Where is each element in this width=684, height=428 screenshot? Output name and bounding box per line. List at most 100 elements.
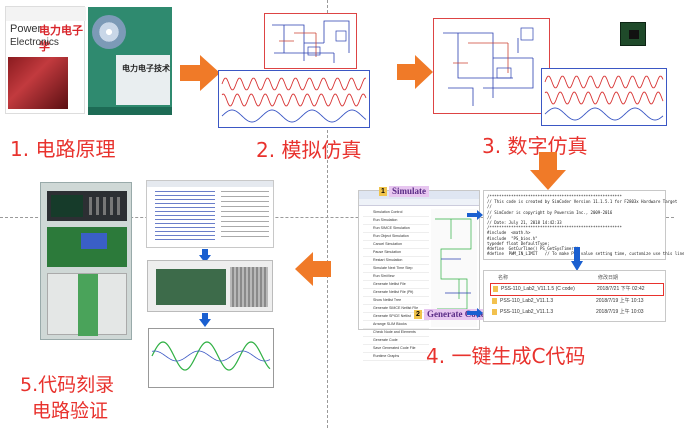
code-line: #include "PS_bios.h" (487, 235, 538, 241)
arrow-menu-to-code-2 (467, 308, 483, 318)
digital-waveform-plot (541, 68, 667, 126)
analog-schematic (264, 13, 357, 69)
file-header-name: 名称 (498, 275, 509, 281)
file-name: PSS-110_Lab2_V11.1.3 (500, 298, 554, 304)
menu-item[interactable]: Cancel Simulation (363, 241, 429, 249)
step-2-label: 2. 模拟仿真 (256, 138, 362, 162)
arrow-device-to-scope (199, 313, 211, 327)
file-row[interactable]: PSS-110_Lab2_V11.1.5 (C code) 2018/7/21 下… (490, 283, 664, 296)
file-name: PSS-110_Lab2_V11.1.3 (500, 309, 554, 315)
arrow-editor-to-device (199, 249, 211, 263)
textbook-power-electronics: Power 电力电子学 Electronics (5, 6, 86, 114)
menu-item[interactable]: Restart Simulation (363, 257, 429, 265)
board-chip (629, 30, 639, 39)
arrow-step4-to-step5 (295, 252, 331, 286)
device-heatsink (230, 267, 268, 307)
file-icon (492, 297, 497, 304)
menu-item[interactable]: Generate SIMCE Netlist File (363, 305, 429, 313)
code-lines: /***************************************… (487, 194, 684, 256)
file-date: 2018/7/21 下午 02:42 (597, 286, 645, 292)
code-line: // (487, 204, 492, 210)
cabinet-lower-panel (47, 273, 127, 336)
file-row[interactable]: PSS-110_Lab2_V11.1.3 2018/7/19 上午 10:13 (490, 296, 664, 307)
step-4-label: 4. 一键生成C代码 (426, 344, 586, 368)
book2-stripe (88, 107, 172, 115)
code-line: // Date: July 21, 2018 14:42:33 (487, 220, 562, 226)
board-display (81, 233, 107, 249)
book1-title-a: Power (10, 23, 42, 35)
code-line: #define GetCurTime() PS_GetSysTimer() (487, 246, 579, 252)
editor-text-lines (155, 191, 215, 241)
menu-item[interactable]: Generate Netlist File (Plt) (363, 289, 429, 297)
file-row[interactable]: PSS-110_Lab2_V11.1.3 2018/7/19 上午 10:03 (490, 307, 664, 318)
step-5-label-line2: 电路验证 (32, 400, 109, 422)
menu-item[interactable]: Arrange SLIM Blocks (363, 321, 429, 329)
menu-item[interactable]: Simulate Next Time Step (363, 265, 429, 273)
measured-waveform-plot (148, 328, 274, 388)
code-line: // (487, 214, 492, 220)
code-line: #define PWM_IN_LIMIT // To make PWM valu… (487, 251, 684, 257)
arrow-code-to-files (571, 247, 583, 271)
menu-item[interactable]: Run SIMCE Simulation (363, 225, 429, 233)
vertical-divider (327, 0, 328, 428)
code-editor-screenshot (146, 180, 274, 248)
file-rows: PSS-110_Lab2_V11.1.5 (C code) 2018/7/21 下… (490, 283, 664, 318)
arrow-step2-to-step3 (397, 55, 433, 89)
menu-schematic-preview (431, 209, 477, 327)
generate-code-tag-label: Generate Code (424, 309, 488, 320)
simulate-tag-label: Simulate (389, 186, 430, 197)
generate-code-tag-number: 2 (414, 310, 422, 319)
test-cabinet-photo (40, 182, 132, 340)
textbook-power-electronics-technology: 电力电子技术 (88, 7, 172, 115)
inverter-device-photo (147, 260, 273, 312)
digital-schematic (433, 18, 550, 114)
menu-item[interactable]: Generate Code (363, 337, 429, 345)
menu-item[interactable]: Runtime Graphs (363, 353, 429, 361)
menu-item[interactable]: Check Node and Elements (363, 329, 429, 337)
code-line: /***************************************… (487, 225, 622, 231)
file-icon (492, 308, 497, 315)
book2-cover-panel (116, 55, 170, 105)
power-board (47, 227, 127, 267)
step-3-label: 3. 数字仿真 (482, 134, 588, 158)
cabinet-green-strip (78, 274, 98, 336)
menu-item[interactable]: Save Generated Code File (363, 345, 429, 353)
editor-right-pane (221, 191, 269, 241)
oscilloscope-knobs (89, 197, 123, 215)
menu-toolbar (359, 199, 479, 206)
control-board-photo (620, 22, 646, 46)
arrow-menu-to-code (467, 210, 483, 220)
code-line: // SimCoder is copyright by Powersim Inc… (487, 209, 613, 215)
book1-cover-art (8, 57, 68, 109)
book1-title-b: 电力电子学 (39, 25, 83, 53)
file-date: 2018/7/19 上午 10:13 (596, 298, 644, 304)
horizontal-divider (0, 217, 674, 218)
menu-item[interactable]: Run Object Simulation (363, 233, 429, 241)
oscilloscope-screen (51, 195, 83, 217)
code-line: // This code is created by SimCoder Vers… (487, 199, 678, 205)
oscilloscope (47, 191, 127, 221)
file-name: PSS-110_Lab2_V11.1.5 (C code) (501, 286, 575, 292)
file-icon (493, 285, 498, 292)
menu-item[interactable]: Run SimView (363, 273, 429, 281)
book1-subtitle: Electronics (10, 37, 59, 48)
file-date: 2018/7/19 上午 10:03 (596, 309, 644, 315)
code-line: #include <math.h> (487, 230, 531, 236)
arrow-step1-to-step2 (180, 55, 220, 91)
menu-item[interactable]: Generate SPICE Netlist (363, 313, 429, 321)
preview-schematic-lines (435, 218, 472, 310)
book2-cd-disc (92, 15, 126, 49)
step-1-label: 1. 电路原理 (10, 137, 116, 161)
file-explorer-window: 名称 修改日期 PSS-110_Lab2_V11.1.5 (C code)201… (483, 270, 666, 322)
menu-item[interactable]: Pause Simulation (363, 249, 429, 257)
code-line: typedef float DefaultType; (487, 240, 550, 246)
editor-toolbar (147, 181, 273, 187)
code-line: /***************************************… (487, 194, 622, 199)
device-pcb (156, 269, 226, 305)
menu-item[interactable]: Generate Netlist File (363, 281, 429, 289)
menu-item[interactable]: Simulation Control (363, 209, 429, 217)
menu-item[interactable]: Run Simulation (363, 217, 429, 225)
menu-item[interactable]: Show Netlist Tree (363, 297, 429, 305)
